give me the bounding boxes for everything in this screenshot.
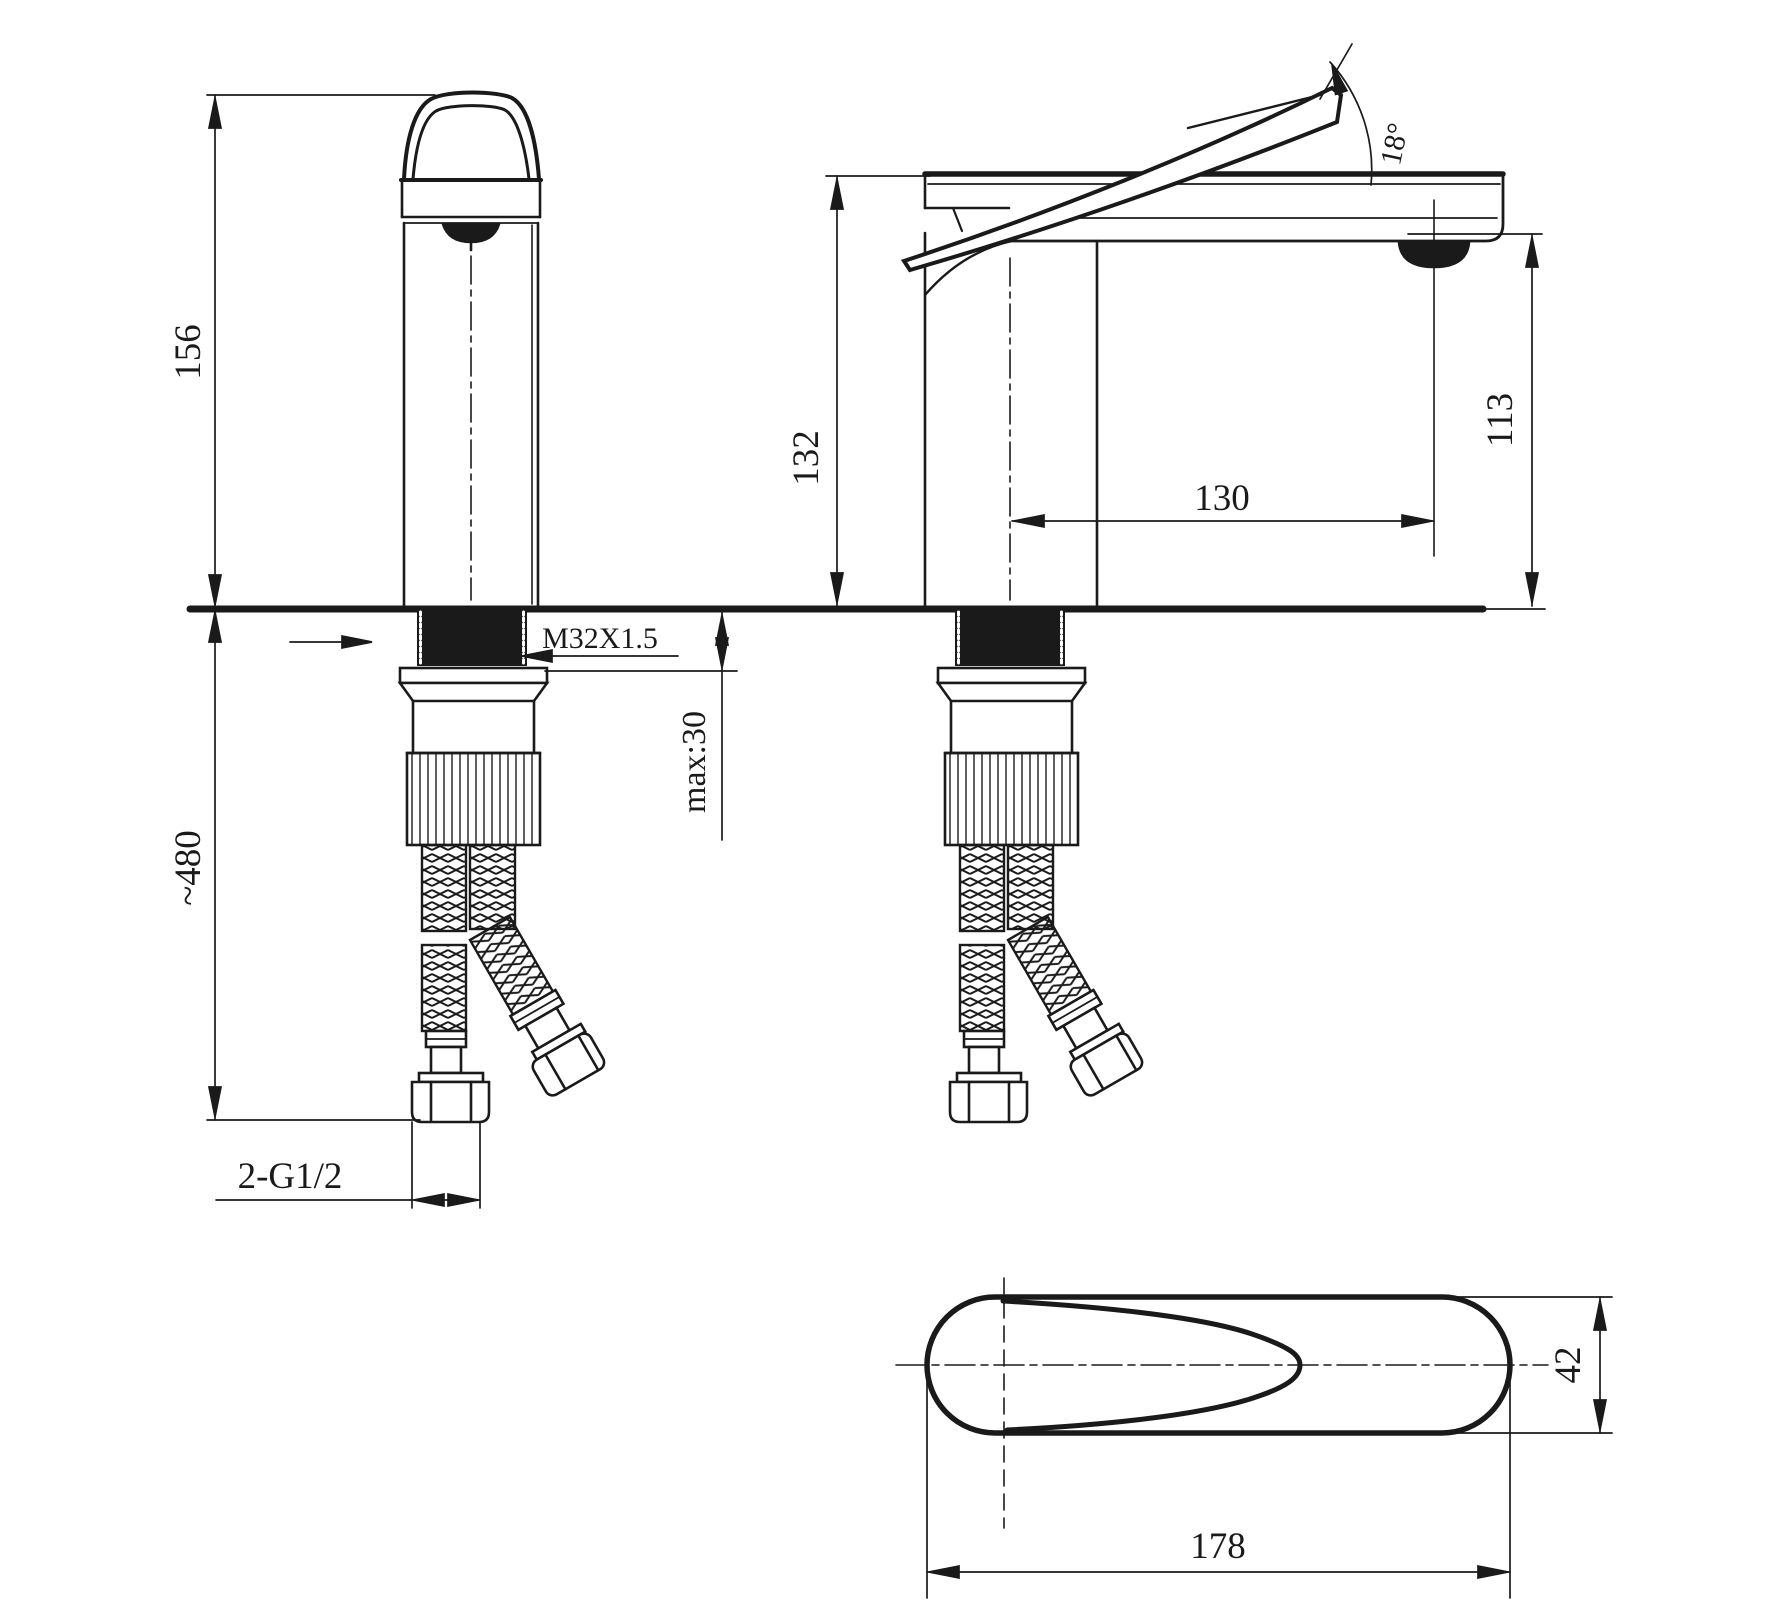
top-view: 178 42 — [895, 1277, 1613, 1599]
dim-130-label: 130 — [1194, 478, 1250, 519]
dim-156 — [206, 94, 436, 609]
dim-113 — [1407, 233, 1546, 610]
under-deck-assembly — [397, 610, 606, 1124]
dim-156-label: 156 — [168, 324, 209, 380]
dim-113-label: 113 — [1480, 393, 1521, 447]
dim-g12 — [215, 1121, 481, 1209]
threaded-shank — [417, 612, 527, 666]
thread-label: M32X1.5 — [542, 622, 658, 655]
cartridge-arc — [441, 222, 501, 244]
dim-angle18-label: 18° — [1374, 120, 1415, 168]
flange — [397, 681, 550, 703]
dim-480-label: ~480 — [168, 830, 209, 906]
dim-178 — [926, 1373, 1511, 1599]
dim-132 — [825, 175, 931, 607]
mounting-nut — [405, 699, 542, 755]
dim-max30-label: max:30 — [676, 711, 713, 813]
front-view: 156 ~480 M32X1.5 max:30 — [168, 90, 1487, 1209]
dim-130 — [1011, 514, 1435, 528]
mounting-washer — [398, 666, 549, 685]
faucet-body-side — [923, 231, 1099, 608]
dim-42-label: 42 — [1548, 1347, 1589, 1384]
side-view: 18° 132 130 113 — [786, 43, 1546, 1124]
hose-fitting-tilted — [468, 915, 606, 1097]
handle-lever — [900, 85, 1344, 273]
knurled-lock-nut — [405, 751, 542, 847]
hose-fitting-straight — [410, 1029, 491, 1124]
dim-angle18 — [1319, 43, 1373, 186]
dim-178-label: 178 — [1190, 1526, 1246, 1567]
under-deck-assembly-side — [936, 610, 1147, 1124]
handle-cap — [399, 90, 543, 224]
callout-m32 — [289, 635, 679, 663]
spout-bar — [922, 171, 1506, 269]
dim-g12-label: 2-G1/2 — [238, 1156, 343, 1197]
dim-max30 — [544, 611, 738, 841]
dim-42 — [1451, 1296, 1613, 1434]
faucet-body-front — [402, 221, 540, 608]
dim-480 — [206, 608, 421, 1121]
dim-132-label: 132 — [786, 430, 827, 486]
